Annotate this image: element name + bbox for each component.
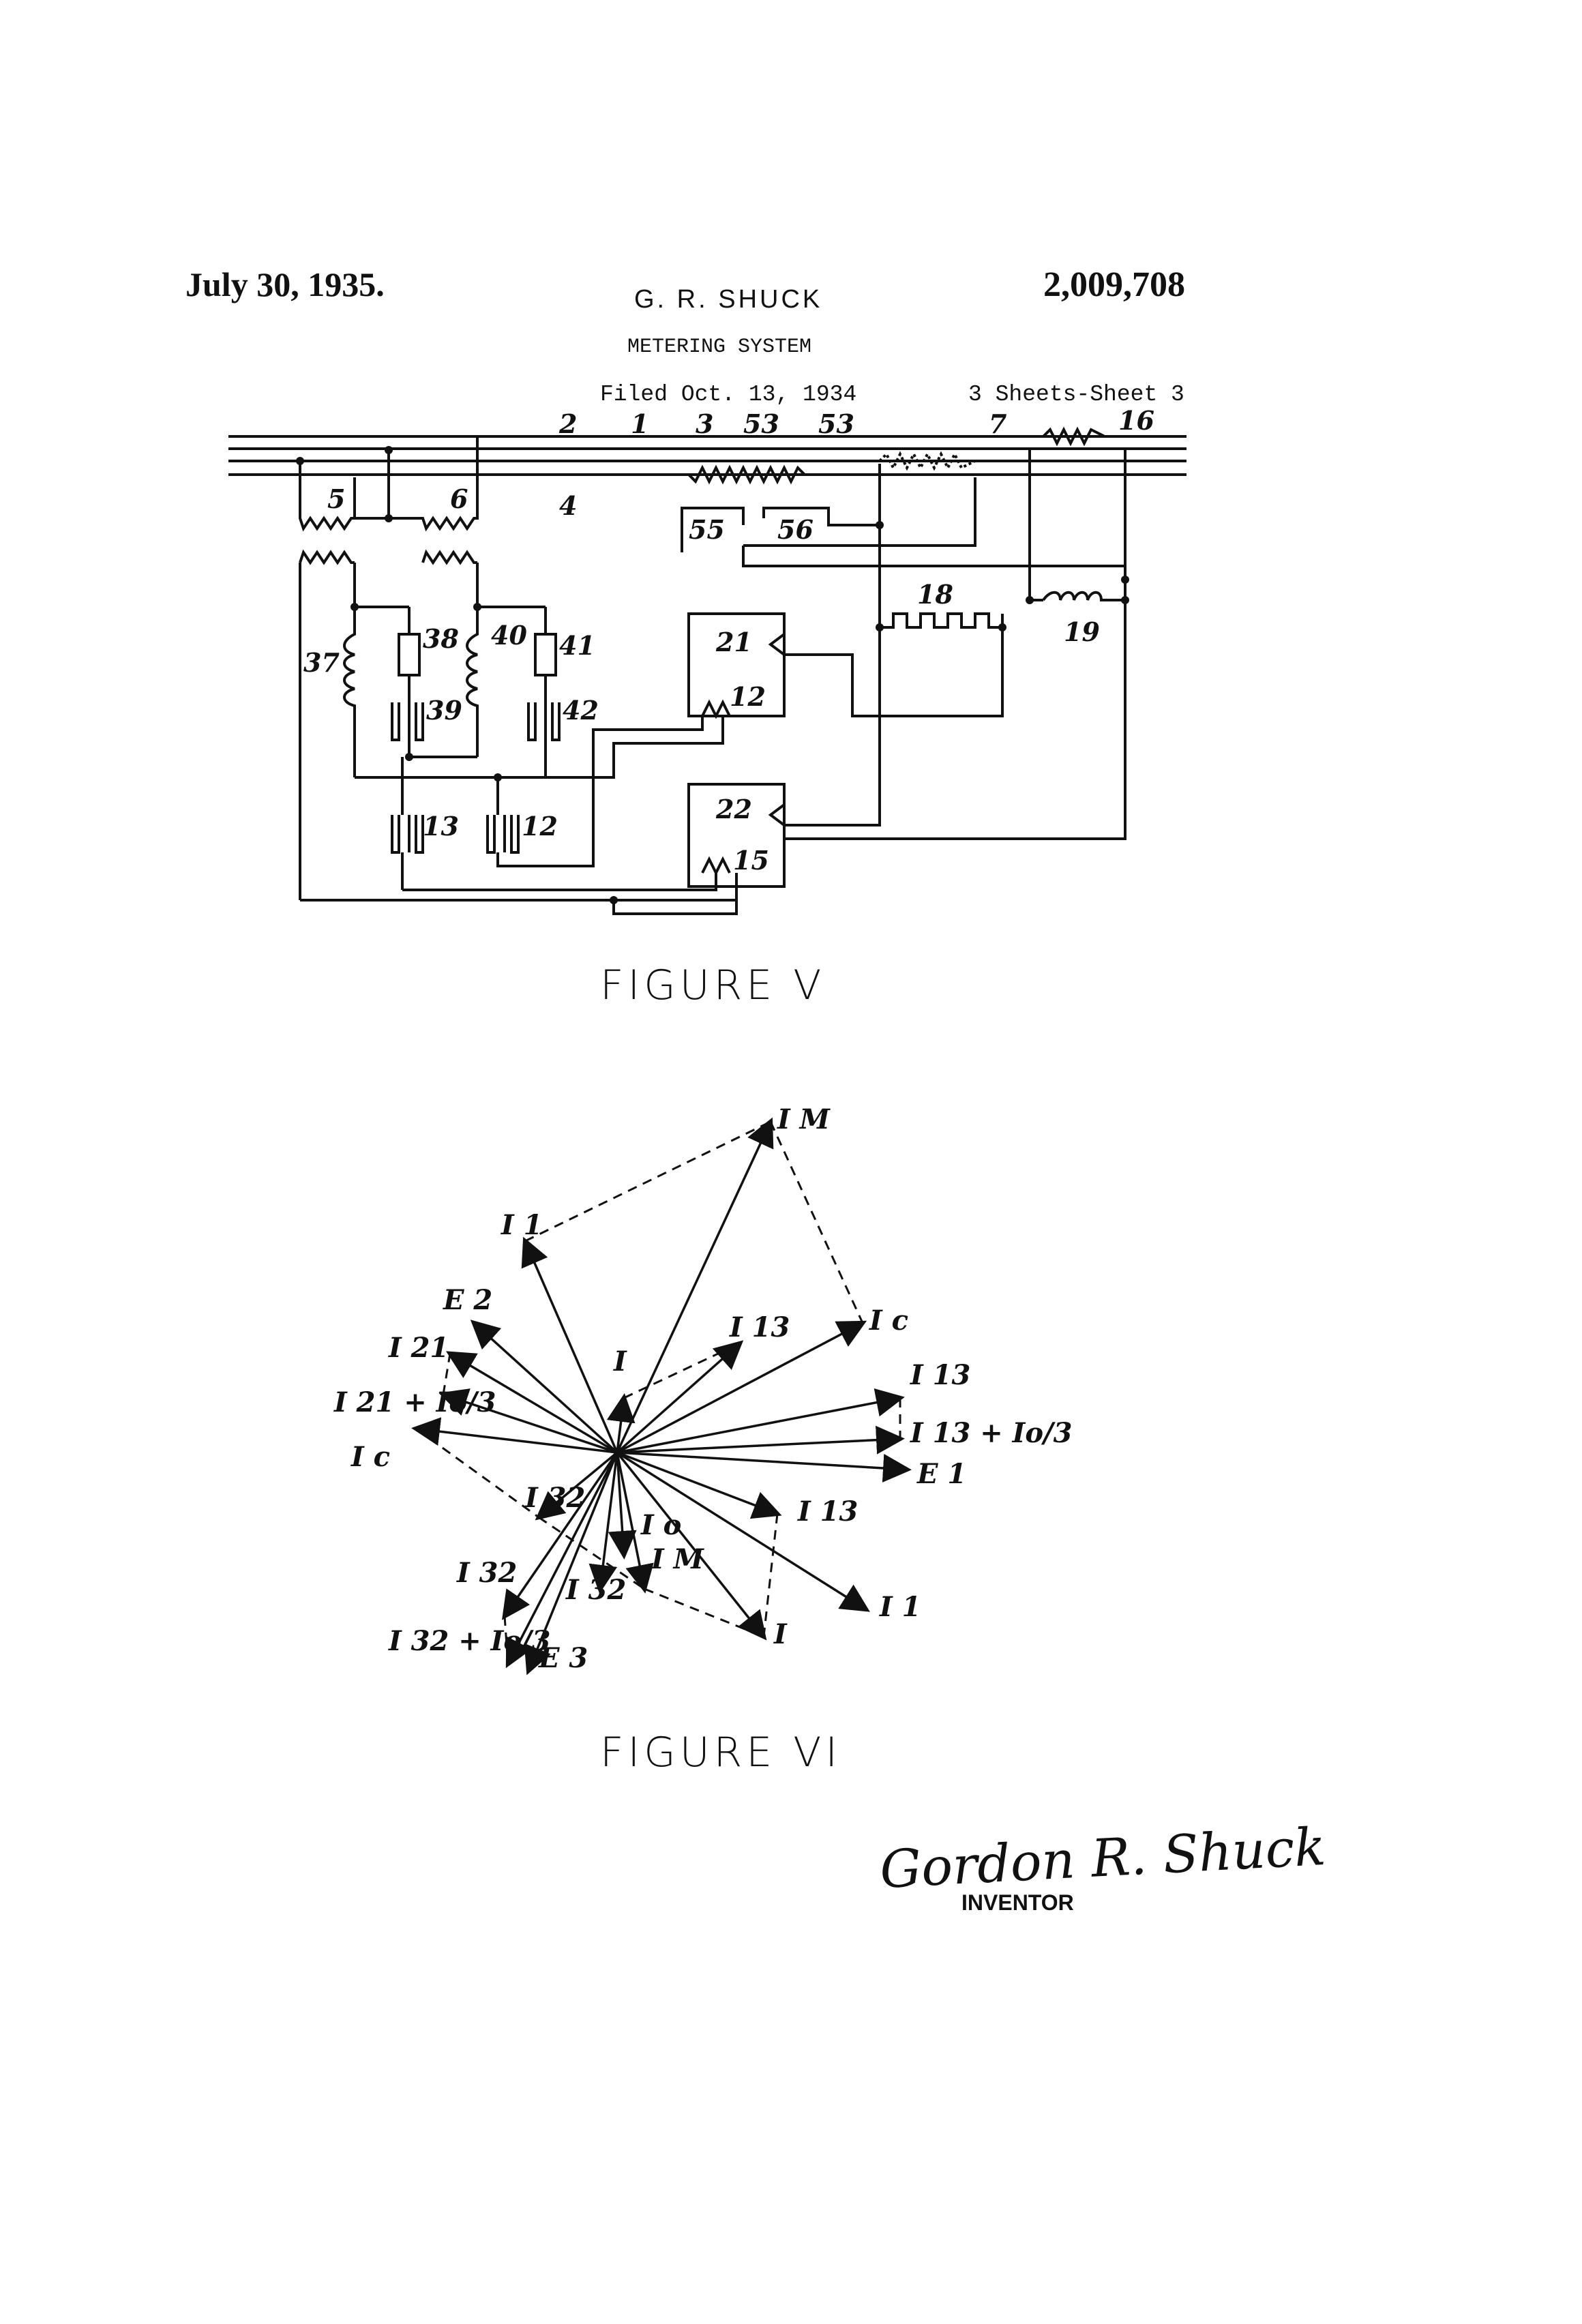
label-18: 18: [917, 579, 953, 610]
label-16: 16: [1118, 405, 1154, 436]
vector-label-i13-io3: I 13 + Io/3: [910, 1417, 1073, 1449]
label-6: 6: [450, 483, 468, 514]
label-21: 21: [715, 627, 752, 657]
patent-date: July 30, 1935.: [185, 265, 385, 303]
label-3: 3: [696, 408, 713, 439]
label-56: 56: [777, 514, 814, 545]
label-53: 53: [818, 408, 854, 439]
label-2: 2: [558, 408, 577, 439]
vector-label-ni13: I 13: [729, 1311, 790, 1343]
label-19: 19: [1064, 616, 1100, 647]
vector-label-pi32: I 32: [565, 1574, 626, 1606]
vector-label-pim: I M: [777, 1103, 831, 1135]
label-13: 13: [423, 811, 459, 841]
vector-label-i32-io3: I 32 + Io/3: [388, 1625, 551, 1657]
vector-label-pic: I c: [869, 1305, 908, 1337]
label-15: 15: [733, 845, 769, 876]
label-22: 22: [715, 794, 752, 824]
label-12: 12: [522, 811, 558, 841]
label-41: 41: [559, 630, 595, 661]
inventor-name: G. R. SHUCK: [634, 285, 823, 314]
vector-label-i32: I 32: [456, 1557, 517, 1589]
vector-label-pi: I: [773, 1618, 788, 1650]
inventor-label: INVENTOR: [961, 1890, 1074, 1915]
label-7: 7: [989, 408, 1006, 439]
vector-label-pi13: I 13: [797, 1495, 858, 1528]
vector-label-ni1: I 1: [879, 1591, 921, 1623]
vector-label-i21: I 21: [388, 1332, 449, 1364]
vector-label-nic: I c: [350, 1441, 390, 1473]
label-54: 53: [743, 408, 779, 439]
vector-label-e2: E 2: [443, 1284, 492, 1316]
patent-number: 2,009,708: [1043, 265, 1185, 304]
vector-label-e3: E 3: [538, 1642, 588, 1674]
label-5: 5: [327, 483, 345, 514]
vector-label-ni: I: [613, 1345, 627, 1377]
vector-label-nim: I M: [651, 1543, 705, 1575]
vector-label-io: I o: [640, 1509, 681, 1541]
label-40: 40: [491, 620, 527, 651]
vector-label-e1: E 1: [916, 1458, 966, 1490]
patent-title: METERING SYSTEM: [627, 336, 812, 359]
label-38: 38: [423, 623, 459, 654]
label-39: 39: [426, 695, 462, 726]
figure-5-circuit: 2 1 3 53 53 7 16 4 5 6 55 56 18 19 21 12…: [228, 405, 1186, 915]
label-37: 37: [303, 647, 340, 678]
sheet-count: 3 Sheets-Sheet 3: [968, 382, 1184, 407]
label-1: 1: [631, 408, 648, 439]
vector-label-i21-io3: I 21 + Io/3: [333, 1386, 496, 1418]
figure-5-caption: FIGURE V: [600, 962, 826, 1009]
filed-date: Filed Oct. 13, 1934: [600, 382, 857, 407]
vector-label-ni32: I 32: [524, 1482, 585, 1514]
vector-label-pi1: I 1: [501, 1209, 542, 1241]
vector-label-i13: I 13: [910, 1359, 970, 1391]
label-42: 42: [563, 695, 599, 726]
label-14: 12: [730, 681, 766, 712]
figure-6-caption: FIGURE VI: [600, 1729, 842, 1776]
label-4: 4: [559, 490, 577, 521]
label-55: 55: [689, 514, 725, 545]
